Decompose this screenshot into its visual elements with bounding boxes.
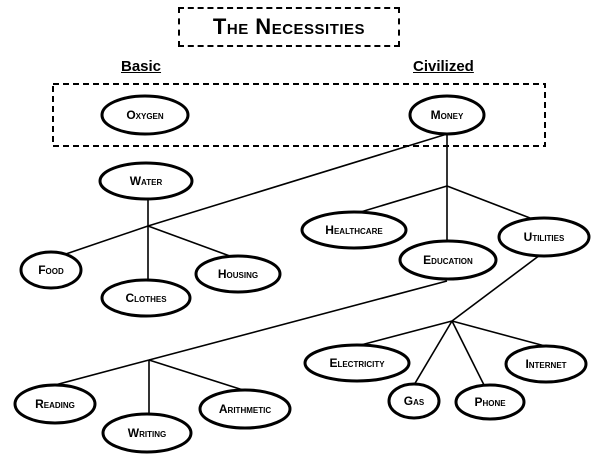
- svg-text:Money: Money: [431, 108, 464, 122]
- svg-text:Writing: Writing: [128, 426, 166, 440]
- svg-text:Education: Education: [423, 253, 473, 267]
- svg-text:Housing: Housing: [218, 267, 258, 281]
- edge-hub-to-internet: [451, 320, 546, 347]
- edge-hub-to-utilities: [446, 185, 531, 219]
- node-gas: Gas: [387, 382, 441, 420]
- edge-utilities-to-hub: [451, 254, 541, 322]
- node-writing: Writing: [101, 412, 193, 454]
- node-money: Money: [408, 94, 486, 136]
- heading-basic: Basic: [121, 58, 162, 75]
- svg-text:Utilities: Utilities: [524, 230, 565, 244]
- svg-text:Reading: Reading: [35, 397, 75, 411]
- node-oxygen: Oxygen: [100, 94, 190, 136]
- node-reading: Reading: [13, 383, 97, 425]
- node-arithmetic: Arithmetic: [198, 388, 292, 430]
- edge-money-to-basic-hub: [147, 133, 448, 227]
- edge-hub-to-phone: [451, 320, 485, 386]
- svg-text:Clothes: Clothes: [125, 291, 167, 305]
- edge-hub-to-housing: [147, 225, 239, 260]
- node-utilities: Utilities: [497, 216, 591, 258]
- node-healthcare: Healthcare: [300, 210, 408, 250]
- node-phone: Phone: [454, 383, 526, 421]
- svg-text:Phone: Phone: [474, 395, 506, 409]
- heading-civilized: Civilized: [413, 58, 474, 75]
- node-internet: Internet: [504, 344, 588, 384]
- node-food: Food: [19, 250, 83, 290]
- node-water: Water: [98, 161, 194, 201]
- svg-text:Electricity: Electricity: [329, 356, 385, 370]
- node-electricity: Electricity: [303, 343, 411, 383]
- node-clothes: Clothes: [100, 278, 192, 318]
- node-education: Education: [398, 239, 498, 281]
- svg-text:Oxygen: Oxygen: [126, 108, 164, 122]
- svg-text:Healthcare: Healthcare: [325, 223, 383, 237]
- edge-hub-to-healthcare: [353, 185, 448, 215]
- node-housing: Housing: [194, 254, 282, 294]
- svg-text:Internet: Internet: [525, 357, 566, 371]
- edge-hub-to-electricity: [356, 320, 453, 347]
- edge-hub-to-food: [59, 225, 149, 257]
- svg-text:Gas: Gas: [404, 394, 425, 408]
- edge-hub-to-reading: [54, 359, 150, 386]
- connectors: [54, 133, 546, 414]
- svg-text:Arithmetic: Arithmetic: [219, 402, 271, 416]
- diagram-title: The Necessities: [212, 14, 366, 39]
- edge-hub-to-gas: [413, 320, 453, 386]
- top-level-group-box: [52, 83, 546, 147]
- edge-hub-to-arithmetic: [148, 359, 244, 391]
- svg-text:Water: Water: [130, 174, 163, 188]
- svg-text:Food: Food: [38, 263, 64, 277]
- diagram-title-box: The Necessities: [178, 7, 400, 47]
- edge-education-to-hub: [148, 280, 448, 361]
